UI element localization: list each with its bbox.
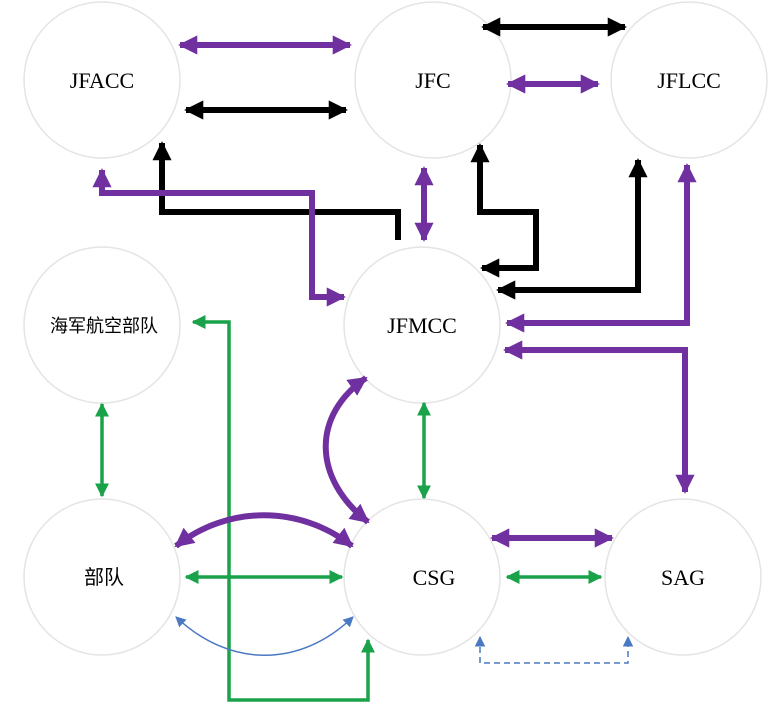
edge-jfc-jfmcc-black bbox=[470, 143, 539, 278]
node-jflcc-label: JFLCC bbox=[657, 68, 721, 93]
node-jfmcc: JFMCC bbox=[343, 246, 501, 404]
edge-jflcc-jfmcc-purple bbox=[505, 163, 697, 333]
node-sag: SAG bbox=[604, 498, 762, 656]
node-forces-label: 部队 bbox=[84, 565, 124, 589]
node-naval-air-label: 海军航空部队 bbox=[50, 316, 158, 337]
node-jflcc: JFLCC bbox=[610, 1, 768, 159]
node-jfc-label: JFC bbox=[415, 68, 450, 93]
node-jfacc: JFACC bbox=[23, 1, 181, 159]
edge-csg-naval-air-green bbox=[191, 315, 375, 702]
node-naval-air: 海军航空部队 bbox=[23, 246, 181, 404]
edge-jfacc-jfmcc-purple bbox=[92, 168, 346, 307]
node-sag-label: SAG bbox=[661, 565, 705, 590]
node-forces: 部队 bbox=[23, 498, 181, 656]
edge-csg-sag-dashed bbox=[474, 635, 634, 664]
edge-forces-csg-blue bbox=[175, 616, 354, 656]
edge-forces-csg-purple bbox=[174, 512, 354, 549]
node-csg-label: CSG bbox=[413, 565, 456, 590]
node-jfacc-label: JFACC bbox=[70, 68, 134, 93]
edge-jfmcc-sag-purple bbox=[503, 340, 695, 494]
edge-jfmcc-csg-purple bbox=[322, 375, 370, 525]
node-jfmcc-label: JFMCC bbox=[387, 313, 457, 338]
